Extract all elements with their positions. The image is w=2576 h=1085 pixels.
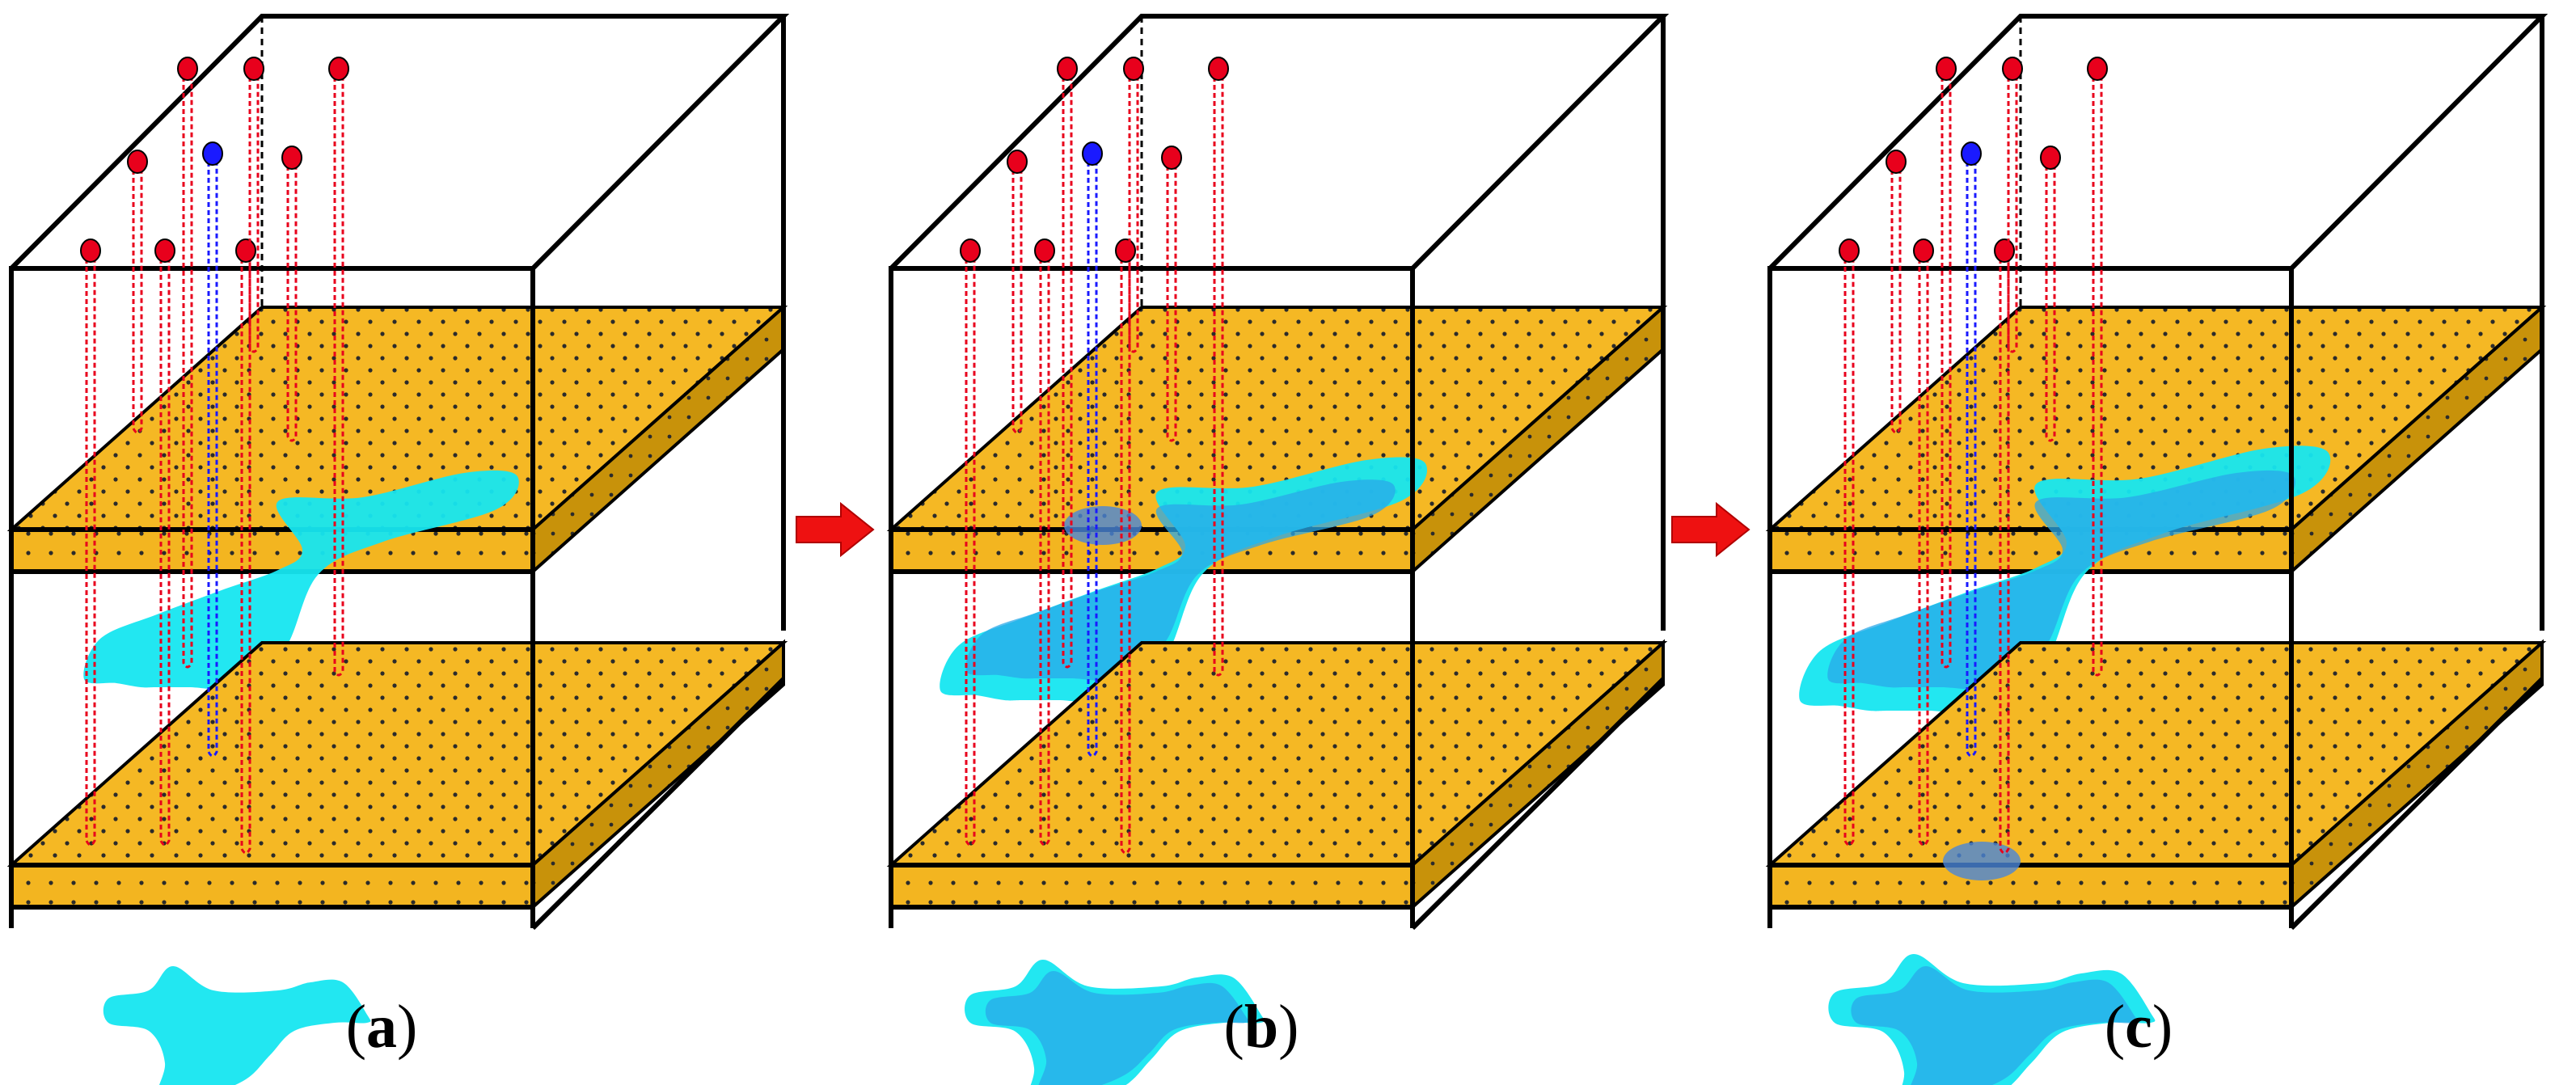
production-well-head-2 (127, 150, 148, 174)
production-well-6 (1120, 251, 1131, 855)
production-well-head-8 (1161, 146, 1182, 170)
production-well-head-1 (960, 239, 981, 263)
production-well-head-2 (1886, 150, 1907, 174)
production-well-9 (333, 69, 344, 677)
production-well-head-7 (243, 57, 264, 81)
production-well-head-4 (1034, 239, 1055, 263)
box-edge-top (889, 14, 1670, 271)
injection-well-head-5 (202, 141, 223, 166)
injection-well-5 (1087, 154, 1098, 758)
panel-a (6, 14, 790, 1085)
injection-well-5 (207, 154, 218, 758)
fluid-plume-layer-2 (103, 966, 371, 1085)
reservoir-layer-front-2 (889, 863, 1415, 910)
production-well-4 (1039, 251, 1050, 846)
production-well-head-8 (2040, 146, 2061, 170)
production-well-head-3 (1057, 57, 1078, 81)
box-edge-top (9, 14, 790, 271)
box-edge-front (1767, 266, 2294, 928)
panel-b (886, 14, 1670, 1085)
progression-arrow-b-to-c (1671, 501, 1750, 558)
box-edge-bottom-right (530, 677, 786, 931)
reservoir-layer-front-2 (1767, 863, 2294, 910)
production-well-head-2 (1007, 150, 1028, 174)
production-well-7 (1128, 69, 1139, 353)
production-well-2 (1890, 162, 1902, 434)
box-edge-top (1767, 14, 2549, 271)
box-edge-front (889, 266, 1415, 928)
panel-label-b: (b) (1223, 993, 1299, 1061)
injector-pressure-zone (1943, 842, 2021, 880)
swept-zone-layer-1 (1827, 470, 2295, 690)
production-well-9 (2092, 69, 2103, 677)
panel-c (1765, 14, 2549, 1085)
production-well-3 (182, 69, 193, 669)
production-well-6 (240, 251, 251, 855)
production-well-head-4 (154, 239, 175, 263)
production-well-head-8 (281, 146, 302, 170)
production-well-head-6 (1994, 239, 2015, 263)
production-well-1 (965, 251, 976, 846)
production-well-7 (2007, 69, 2018, 353)
box-edge-front (9, 266, 535, 928)
production-well-head-9 (2087, 57, 2108, 81)
box-edge-bottom-right (1410, 677, 1666, 931)
swept-zone-layer-2 (1851, 966, 2138, 1085)
panel-label-a: (a) (345, 993, 418, 1061)
production-well-3 (1940, 69, 1952, 669)
production-well-head-4 (1913, 239, 1934, 263)
box-edge-bottom-right (2289, 677, 2544, 931)
swept-zone-layer-1 (965, 479, 1396, 682)
production-well-head-3 (1936, 57, 1957, 81)
production-well-1 (85, 251, 96, 846)
injection-well-5 (1966, 154, 1977, 758)
panel-label-c: (c) (2104, 993, 2173, 1061)
production-well-4 (159, 251, 171, 846)
production-well-head-6 (1115, 239, 1136, 263)
production-well-head-6 (235, 239, 256, 263)
production-well-head-9 (328, 57, 349, 81)
reservoir-layer-front-1 (9, 527, 535, 574)
swept-zone-layer-2 (985, 971, 1249, 1085)
production-well-8 (286, 158, 298, 442)
progression-arrow-a-to-b (796, 501, 875, 558)
production-well-head-7 (2002, 57, 2023, 81)
injection-well-head-5 (1082, 141, 1103, 166)
reservoir-layer-front-1 (889, 527, 1415, 574)
production-well-head-1 (1839, 239, 1860, 263)
production-well-9 (1213, 69, 1224, 677)
production-well-head-7 (1123, 57, 1144, 81)
production-well-head-3 (177, 57, 198, 81)
production-well-8 (1166, 158, 1177, 442)
reservoir-layer-front-1 (1767, 527, 2294, 574)
production-well-2 (1011, 162, 1023, 434)
production-well-3 (1062, 69, 1073, 669)
production-well-1 (1843, 251, 1855, 846)
production-well-8 (2045, 158, 2056, 442)
production-well-head-9 (1208, 57, 1229, 81)
reservoir-layer-front-2 (9, 863, 535, 910)
production-well-4 (1918, 251, 1929, 846)
production-well-6 (1999, 251, 2010, 855)
production-well-2 (132, 162, 143, 434)
production-well-7 (248, 69, 260, 353)
injection-well-head-5 (1961, 141, 1982, 166)
production-well-head-1 (80, 239, 101, 263)
